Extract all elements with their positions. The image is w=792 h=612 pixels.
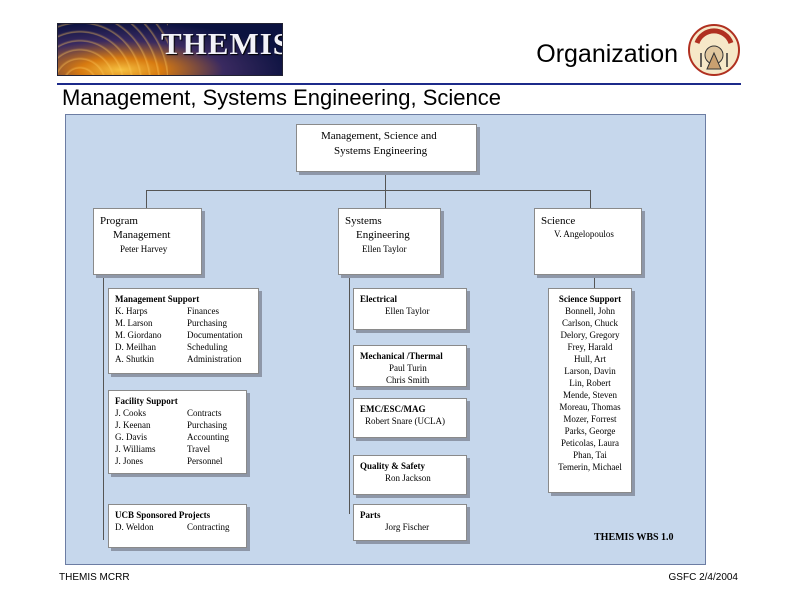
- footer-left: THEMIS MCRR: [59, 572, 130, 583]
- systems-title-line2: Engineering: [356, 229, 410, 241]
- management-support-title: Management Support: [115, 294, 200, 304]
- facility-row-name: J. Keenan: [115, 420, 151, 430]
- science-support-member: Parks, George: [564, 426, 616, 436]
- facility-row-role: Contracts: [187, 408, 222, 418]
- page-subtitle: Management, Systems Engineering, Science: [62, 85, 502, 110]
- mgmt-row-role: Administration: [187, 354, 242, 364]
- header-rule: [57, 83, 741, 85]
- facility-row-role: Accounting: [187, 432, 229, 442]
- mgmt-row-role: Finances: [187, 306, 219, 316]
- ucb-title: UCB Sponsored Projects: [115, 510, 211, 520]
- science-support-member: Bonnell, John: [564, 306, 615, 316]
- themis-seal-icon: [688, 24, 740, 76]
- themis-logo: THEMIS: [57, 23, 283, 76]
- science-support-box: Science Support Bonnell, John Carlson, C…: [548, 288, 632, 493]
- management-support-box: Management Support K. Harps Finances M. …: [108, 288, 259, 374]
- facility-row-role: Personnel: [187, 456, 223, 466]
- mechanical-thermal-box: Mechanical /Thermal Paul Turin Chris Smi…: [353, 345, 467, 387]
- emc-esc-mag-box: EMC/ESC/MAG Robert Snare (UCLA): [353, 398, 467, 438]
- top-box-title-line1: Management, Science and: [321, 130, 437, 142]
- mgmt-row-role: Documentation: [187, 330, 243, 340]
- facility-row-name: J. Cooks: [115, 408, 147, 418]
- mgmt-row-name: M. Larson: [115, 318, 153, 328]
- mgmt-row-role: Scheduling: [187, 342, 228, 352]
- systems-engineering-box: Systems Engineering Ellen Taylor: [338, 208, 441, 275]
- parts-title: Parts: [360, 510, 381, 520]
- science-box: Science V. Angelopoulos: [534, 208, 642, 275]
- facility-row-name: J. Jones: [115, 456, 144, 466]
- science-support-member: Lin, Robert: [569, 378, 611, 388]
- science-support-member: Moreau, Thomas: [559, 402, 621, 412]
- science-support-member: Hull, Art: [573, 354, 606, 364]
- quality-title: Quality & Safety: [360, 461, 425, 471]
- facility-row-role: Purchasing: [187, 420, 227, 430]
- mgmt-row-name: D. Meilhan: [115, 342, 156, 352]
- science-support-member: Phan, Tai: [573, 450, 607, 460]
- mechanical-title: Mechanical /Thermal: [360, 351, 443, 361]
- ucb-row-name: D. Weldon: [115, 522, 154, 532]
- mgmt-row-name: A. Shutkin: [115, 354, 155, 364]
- science-support-member: Carlson, Chuck: [562, 318, 618, 328]
- parts-person: Jorg Fischer: [385, 522, 430, 532]
- science-support-member: Temerin, Michael: [558, 462, 622, 472]
- quality-safety-box: Quality & Safety Ron Jackson: [353, 455, 467, 495]
- facility-row-role: Travel: [187, 444, 211, 454]
- electrical-title: Electrical: [360, 294, 397, 304]
- science-support-member: Mozer, Forrest: [563, 414, 617, 424]
- ucb-row-role: Contracting: [187, 522, 230, 532]
- emc-person: Robert Snare (UCLA): [365, 416, 445, 426]
- top-box-title-line2: Systems Engineering: [334, 145, 428, 157]
- page-title: Organization: [536, 40, 678, 68]
- science-support-member: Peticolas, Laura: [561, 438, 619, 448]
- facility-row-name: J. Williams: [115, 444, 156, 454]
- program-management-box: Program Management Peter Harvey: [93, 208, 202, 275]
- connector-science: [590, 190, 591, 208]
- connector-program: [146, 190, 147, 208]
- science-title: Science: [541, 215, 576, 227]
- mgmt-row-name: K. Harps: [115, 306, 148, 316]
- science-support-member: Larson, Davin: [564, 366, 616, 376]
- footer-right: GSFC 2/4/2004: [668, 572, 738, 583]
- parts-box: Parts Jorg Fischer: [353, 504, 467, 541]
- facility-row-name: G. Davis: [115, 432, 147, 442]
- program-person: Peter Harvey: [120, 244, 168, 254]
- systems-title-line1: Systems: [345, 215, 382, 227]
- science-support-member: Frey, Harald: [567, 342, 613, 352]
- wbs-label: THEMIS WBS 1.0: [594, 532, 674, 543]
- program-title-line1: Program: [100, 215, 138, 227]
- quality-person: Ron Jackson: [385, 473, 431, 483]
- ucb-sponsored-projects-box: UCB Sponsored Projects D. Weldon Contrac…: [108, 504, 247, 548]
- emc-title: EMC/ESC/MAG: [360, 404, 426, 414]
- logo-swirl-graphic: [58, 24, 168, 75]
- science-support-title: Science Support: [558, 294, 622, 304]
- facility-support-title: Facility Support: [115, 396, 178, 406]
- systems-person: Ellen Taylor: [362, 244, 407, 254]
- science-support-member: Mende, Steven: [563, 390, 617, 400]
- top-box-management-science-se: Management, Science and Systems Engineer…: [296, 124, 477, 172]
- connector-horizontal: [146, 190, 590, 191]
- logo-wordmark: THEMIS: [161, 26, 283, 61]
- connector-systems-sub: [349, 276, 350, 514]
- mechanical-person: Paul Turin: [389, 363, 427, 373]
- mgmt-row-name: M. Giordano: [115, 330, 162, 340]
- facility-support-box: Facility Support J. Cooks Contracts J. K…: [108, 390, 247, 474]
- mgmt-row-role: Purchasing: [187, 318, 227, 328]
- science-person: V. Angelopoulos: [554, 229, 614, 239]
- connector-science-sub: [594, 276, 595, 288]
- science-support-member: Delory, Gregory: [560, 330, 620, 340]
- program-title-line2: Management: [113, 229, 171, 241]
- mechanical-person: Chris Smith: [386, 375, 430, 385]
- electrical-box: Electrical Ellen Taylor: [353, 288, 467, 330]
- electrical-person: Ellen Taylor: [385, 306, 430, 316]
- connector-program-sub: [103, 276, 104, 540]
